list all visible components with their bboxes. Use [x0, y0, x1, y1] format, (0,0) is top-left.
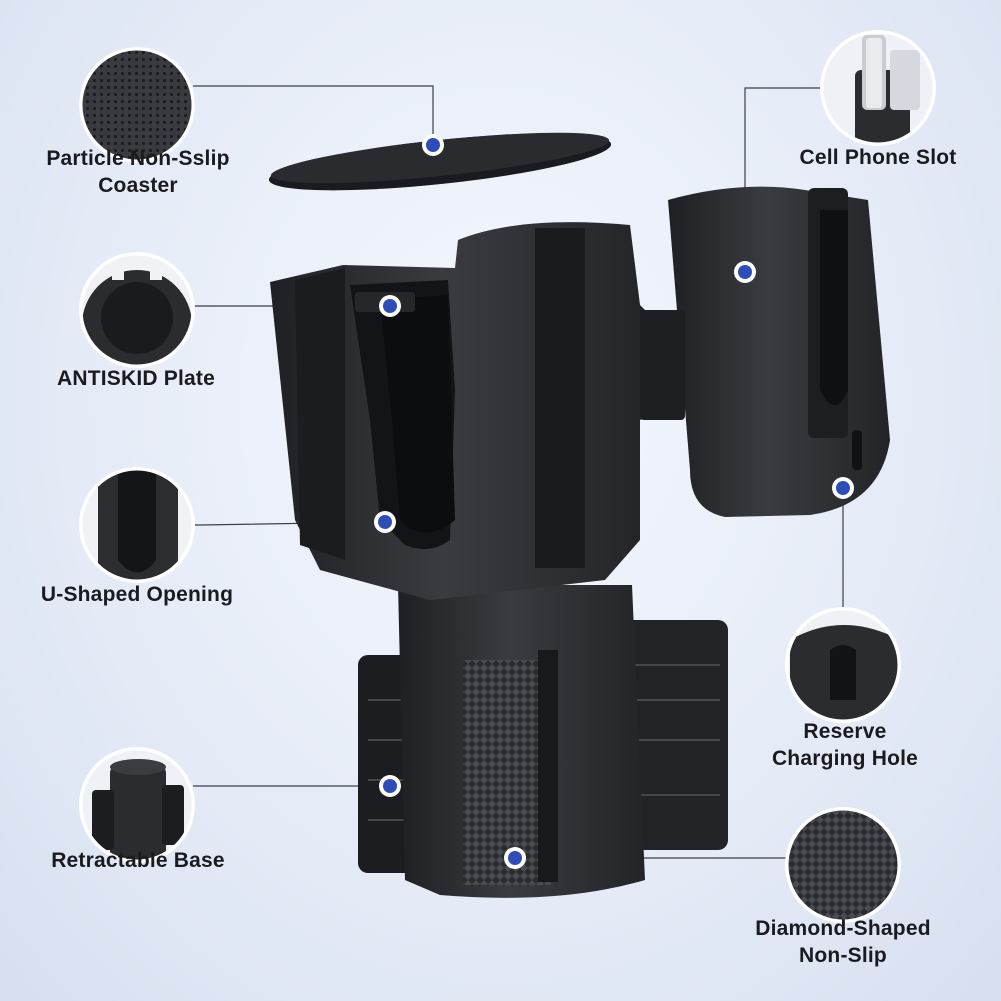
- label-retractable: Retractable Base: [36, 847, 240, 874]
- diamond-detail-circle: [785, 807, 901, 923]
- coaster-detail-circle: [79, 47, 195, 163]
- label-phone-slot-line1: Cell Phone Slot: [799, 146, 957, 169]
- label-diamond-line2: Non-Slip: [799, 944, 887, 967]
- label-retractable-line1: Retractable Base: [51, 849, 225, 872]
- label-phone-slot: Cell Phone Slot: [790, 144, 966, 171]
- u-opening-detail-circle: [79, 467, 195, 583]
- label-charging-line2: Charging Hole: [771, 747, 919, 770]
- antiskid-detail-circle: [79, 252, 195, 368]
- phone-slot-detail-circle: [820, 30, 936, 146]
- callout-markers: [374, 134, 854, 869]
- label-charging-line1: Reserve: [803, 720, 887, 743]
- label-coaster: Particle Non-Sslip Coaster: [28, 145, 248, 199]
- label-charging: Reserve Charging Hole: [760, 718, 930, 772]
- label-antiskid-line1: ANTISKID Plate: [57, 367, 215, 390]
- charging-hole-detail-circle: [785, 607, 901, 723]
- label-diamond-line1: Diamond-Shaped: [755, 917, 931, 940]
- label-diamond: Diamond-Shaped Non-Slip: [748, 915, 938, 969]
- label-u-opening-line1: U-Shaped Opening: [40, 583, 234, 606]
- label-coaster-line1: Particle Non-Sslip: [46, 147, 230, 170]
- label-u-opening: U-Shaped Opening: [26, 581, 248, 608]
- label-coaster-line2: Coaster: [98, 174, 178, 197]
- phone-cup: [668, 186, 890, 517]
- retractable-detail-circle: [79, 747, 195, 863]
- label-antiskid: ANTISKID Plate: [36, 365, 236, 392]
- main-cup: [270, 222, 685, 600]
- retractable-base: [358, 585, 728, 898]
